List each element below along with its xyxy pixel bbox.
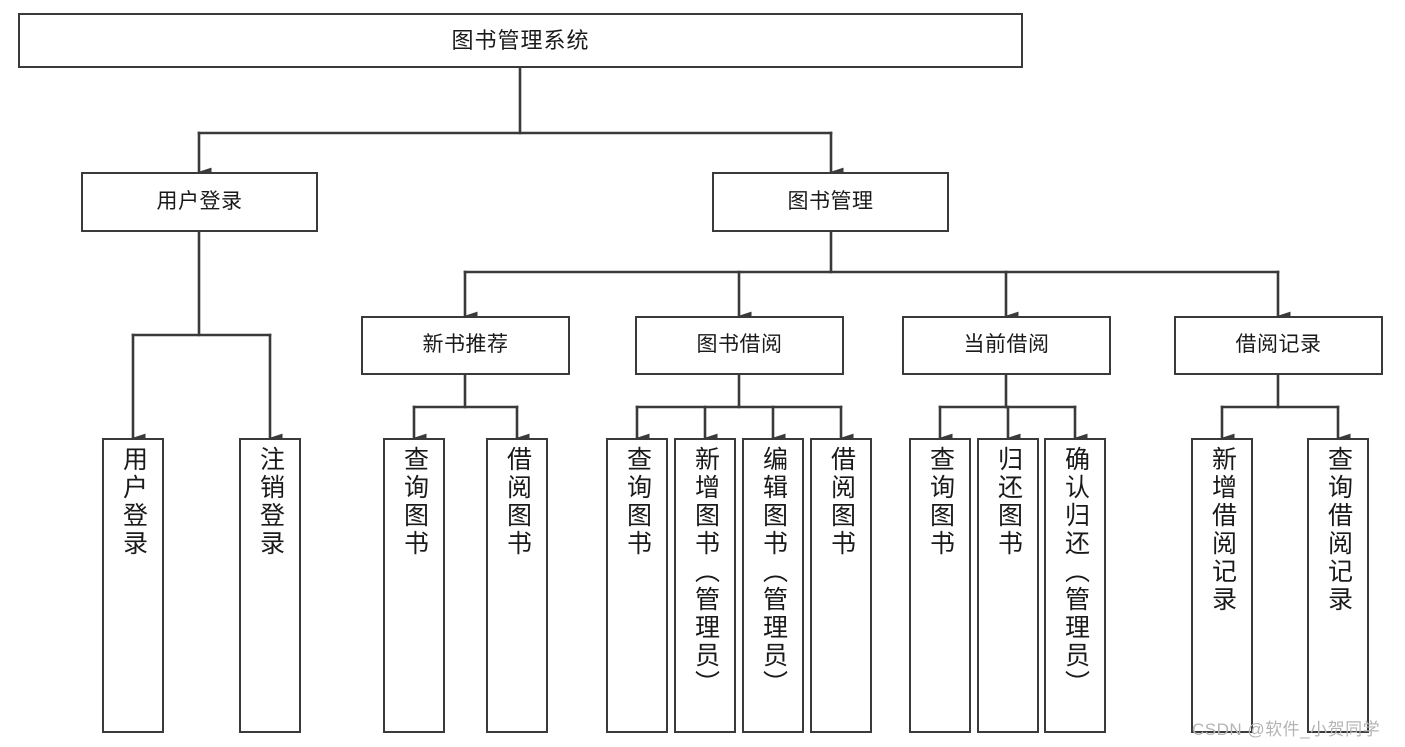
node-label: 编辑图书（管理员） [759, 446, 788, 698]
node-borrow-record[interactable]: 借阅记录 [1174, 316, 1383, 375]
node-book-borrow[interactable]: 图书借阅 [635, 316, 844, 375]
node-label: 用户登录 [119, 446, 148, 558]
node-root-system[interactable]: 图书管理系统 [18, 13, 1023, 68]
node-label: 查询借阅记录 [1324, 446, 1353, 614]
leaf-recommend-borrow-book[interactable]: 借阅图书 [486, 438, 548, 733]
node-label: 查询图书 [623, 446, 652, 558]
leaf-user-login-signin[interactable]: 用户登录 [102, 438, 164, 733]
node-new-book-recommend[interactable]: 新书推荐 [361, 316, 570, 375]
node-label: 确认归还（管理员） [1061, 446, 1090, 698]
node-label: 借阅记录 [1235, 333, 1322, 357]
leaf-borrow-borrow-book[interactable]: 借阅图书 [810, 438, 872, 733]
node-label: 查询图书 [400, 446, 429, 558]
leaf-current-query-book[interactable]: 查询图书 [909, 438, 971, 733]
leaf-recommend-query-book[interactable]: 查询图书 [383, 438, 445, 733]
node-label: 借阅图书 [503, 446, 532, 558]
node-label: 新增借阅记录 [1208, 446, 1237, 614]
leaf-record-query-record[interactable]: 查询借阅记录 [1307, 438, 1369, 733]
leaf-borrow-edit-book[interactable]: 编辑图书（管理员） [742, 438, 804, 733]
node-label: 图书借阅 [696, 333, 783, 357]
csdn-watermark: CSDN @软件_小贺同学 [1192, 720, 1381, 739]
leaf-borrow-add-book[interactable]: 新增图书（管理员） [674, 438, 736, 733]
node-book-management[interactable]: 图书管理 [712, 172, 949, 232]
node-label: 借阅图书 [827, 446, 856, 558]
leaf-current-confirm-return[interactable]: 确认归还（管理员） [1044, 438, 1106, 733]
node-label: 当前借阅 [963, 333, 1050, 357]
node-label: 新书推荐 [422, 333, 509, 357]
node-label: 图书管理 [787, 189, 874, 213]
node-label: 查询图书 [926, 446, 955, 558]
node-label: 归还图书 [994, 446, 1023, 558]
node-label: 注销登录 [256, 446, 285, 558]
node-label: 新增图书（管理员） [691, 446, 720, 698]
leaf-record-add-record[interactable]: 新增借阅记录 [1191, 438, 1253, 733]
node-current-borrow[interactable]: 当前借阅 [902, 316, 1111, 375]
leaf-user-login-signout[interactable]: 注销登录 [239, 438, 301, 733]
leaf-current-return-book[interactable]: 归还图书 [977, 438, 1039, 733]
node-label: 用户登录 [156, 189, 243, 213]
node-user-login[interactable]: 用户登录 [81, 172, 318, 232]
node-label: 图书管理系统 [451, 27, 590, 53]
leaf-borrow-query-book[interactable]: 查询图书 [606, 438, 668, 733]
